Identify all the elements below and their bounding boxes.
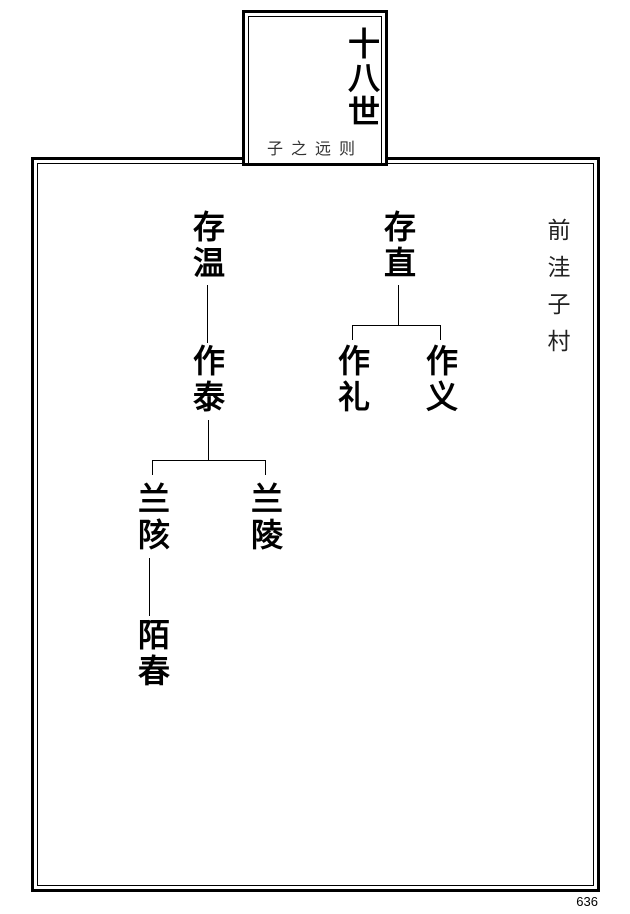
person-mochun: 陌春 [133, 618, 171, 690]
village-label: 前洼子村 [543, 218, 569, 366]
generation-header-inner [248, 16, 382, 166]
connector-line [440, 325, 441, 340]
page-frame-inner [37, 163, 594, 886]
connector-line [398, 285, 399, 325]
page-frame [31, 157, 600, 892]
person-cunwen: 存温 [188, 210, 226, 282]
page-number: 636 [576, 894, 598, 909]
connector-line [152, 460, 153, 475]
person-zuotai: 作泰 [188, 344, 226, 416]
generation-title: 十八世 [343, 27, 381, 129]
person-zuoli: 作礼 [333, 344, 371, 416]
connector-line [149, 558, 150, 616]
person-langai: 兰陔 [133, 482, 171, 554]
generation-subtitle: 子之远则 [266, 139, 363, 158]
person-lanling: 兰陵 [246, 482, 284, 554]
generation-header: 十八世 子之远则 [242, 10, 388, 166]
person-cunzhi: 存直 [379, 210, 417, 282]
connector-line [352, 325, 353, 340]
connector-line [208, 420, 209, 460]
connector-line [265, 460, 266, 475]
connector-line [152, 460, 265, 461]
person-zuoyi: 作义 [421, 344, 459, 416]
connector-line [352, 325, 440, 326]
connector-line [207, 285, 208, 343]
